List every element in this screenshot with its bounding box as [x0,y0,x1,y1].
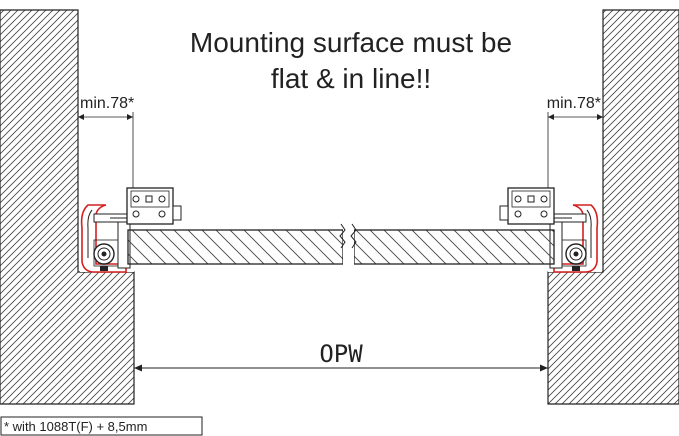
opw-dimension: OPW [134,340,548,372]
left-min-dimension: min.78* [77,95,134,240]
left-bracket-assembly [80,200,134,273]
right-min-label: min.78* [547,95,601,112]
title-line-1: Mounting surface must be [190,27,512,58]
door-panel [127,223,555,266]
left-lock-block [110,187,182,225]
right-lock-block [499,187,572,225]
left-min-label: min.78* [80,95,134,112]
footnote-box: * with 1088T(F) + 8,5mm [0,416,203,436]
title-line-2: flat & in line!! [271,63,431,94]
right-bracket-assembly [548,200,602,273]
footnote-text: * with 1088T(F) + 8,5mm [4,419,147,434]
opw-label: OPW [319,340,363,368]
right-min-dimension: min.78* [547,95,604,240]
